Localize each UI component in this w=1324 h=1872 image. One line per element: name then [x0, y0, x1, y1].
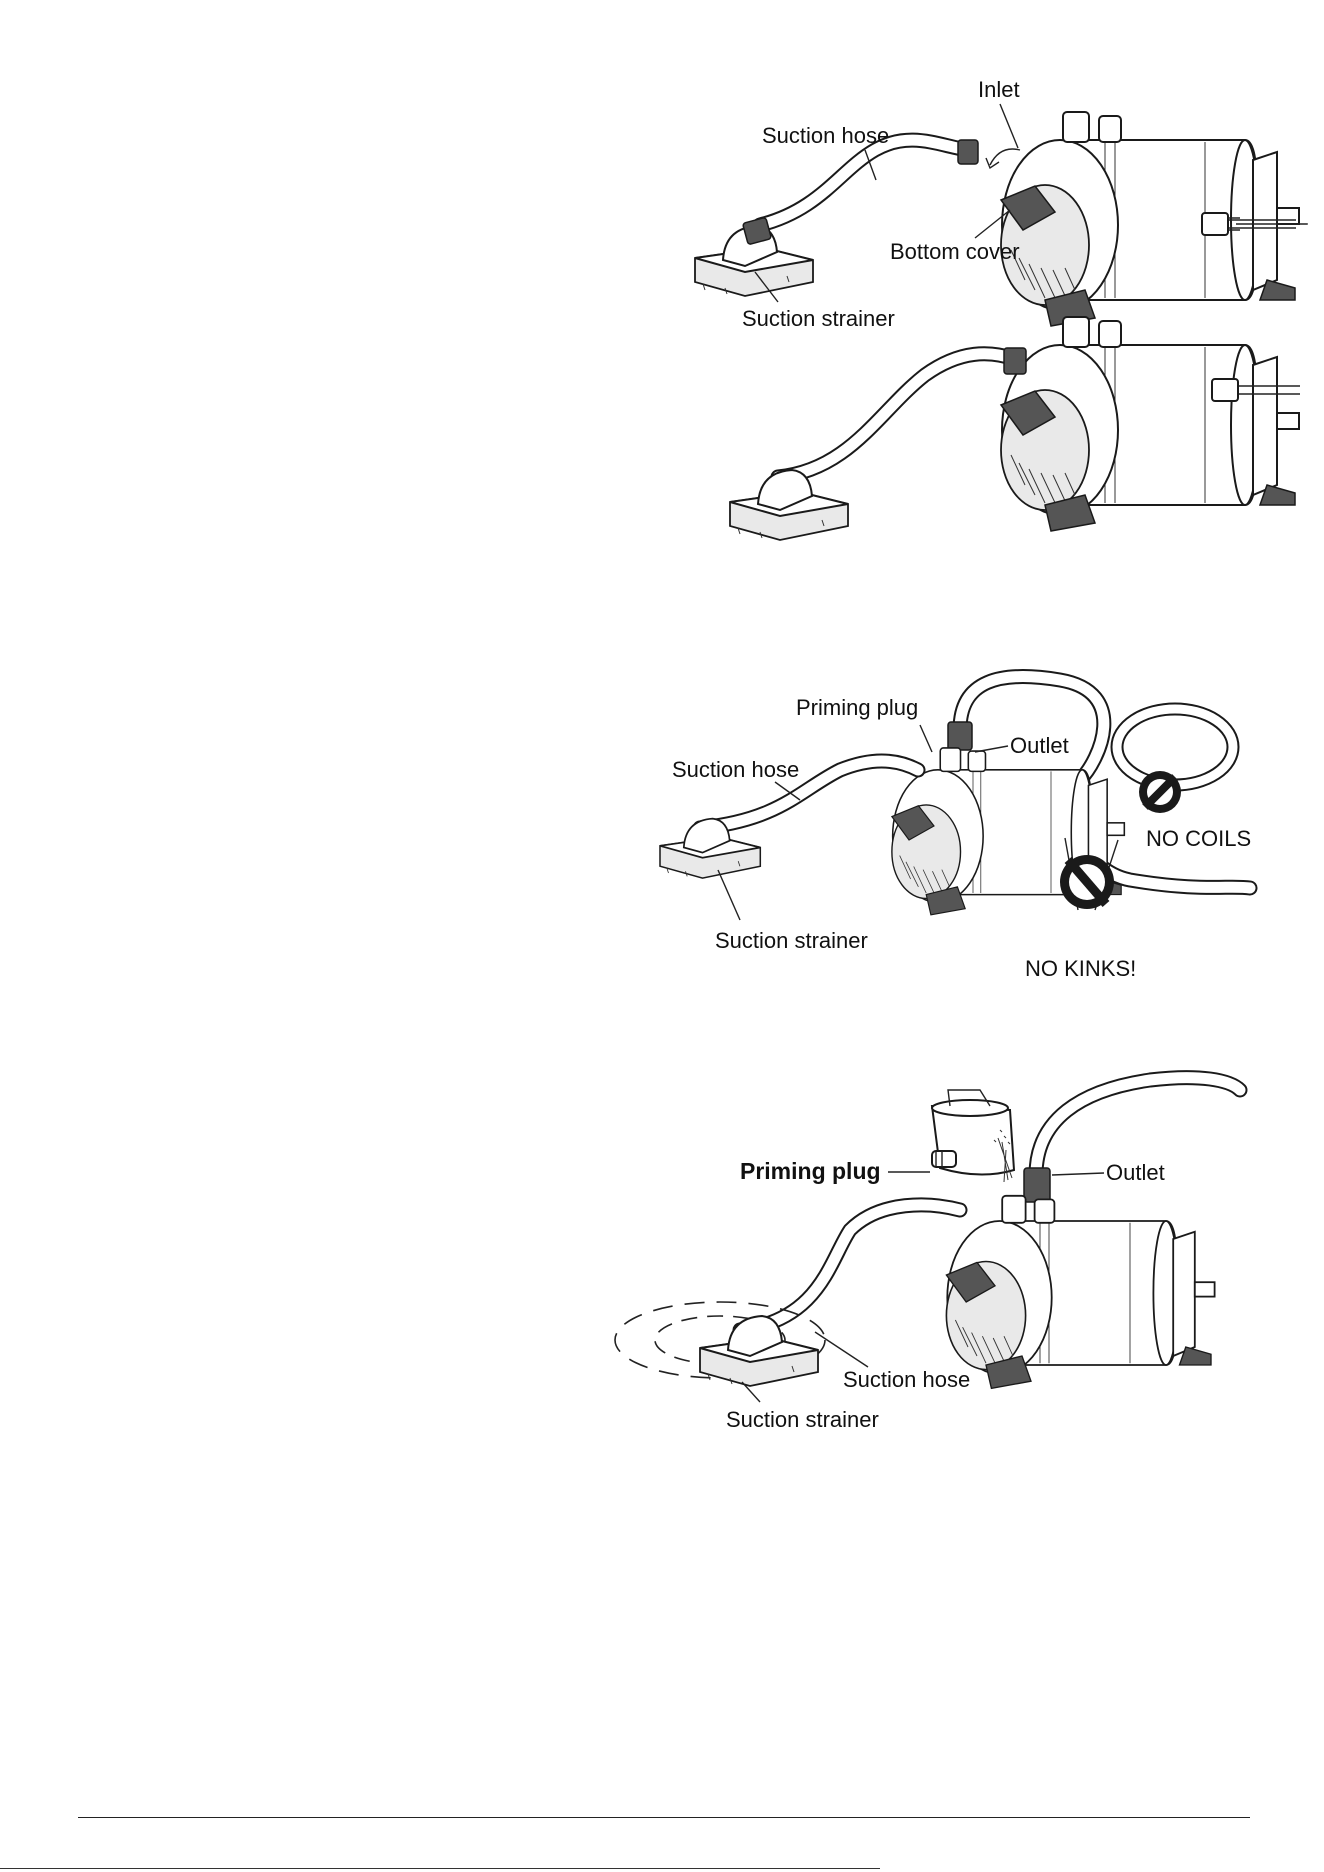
figure-priming: Priming plug Outlet Suction hose Suction… [0, 1080, 1324, 1430]
pump-icon [1001, 317, 1299, 531]
hose-icon [740, 1205, 960, 1330]
label-no-kinks: NO KINKS! [1025, 956, 1136, 981]
label-priming-plug: Priming plug [740, 1158, 881, 1184]
figure-outlet-hose: Priming plug Outlet Suction hose NO COIL… [0, 670, 1324, 990]
prohibited-icon [1139, 771, 1181, 813]
label-suction-strainer: Suction strainer [715, 928, 868, 953]
label-priming-plug: Priming plug [796, 695, 918, 720]
label-suction-strainer: Suction strainer [726, 1407, 879, 1432]
label-outlet: Outlet [1010, 733, 1069, 758]
figure-hose-connection: Inlet Suction hose Bottom cover Suction … [0, 70, 1324, 540]
label-suction-strainer: Suction strainer [742, 306, 895, 331]
strainer-icon [700, 1316, 818, 1386]
label-inlet: Inlet [978, 77, 1020, 102]
strainer-icon [660, 819, 760, 879]
hose-icon [778, 348, 1026, 477]
page-bottom-rule [0, 1868, 880, 1869]
label-no-coils: NO COILS [1146, 826, 1251, 851]
footer-rule [78, 1817, 1250, 1818]
pitcher-icon [932, 1090, 1014, 1182]
priming-plug-icon [932, 1151, 956, 1167]
strainer-icon [730, 470, 848, 540]
hose-icon [760, 140, 978, 225]
label-outlet: Outlet [1106, 1160, 1165, 1185]
label-bottom-cover: Bottom cover [890, 239, 1020, 264]
pump-icon [946, 1196, 1214, 1389]
label-suction-hose: Suction hose [762, 123, 889, 148]
label-suction-hose: Suction hose [843, 1367, 970, 1392]
pump-icon [1001, 112, 1299, 326]
label-suction-hose: Suction hose [672, 757, 799, 782]
